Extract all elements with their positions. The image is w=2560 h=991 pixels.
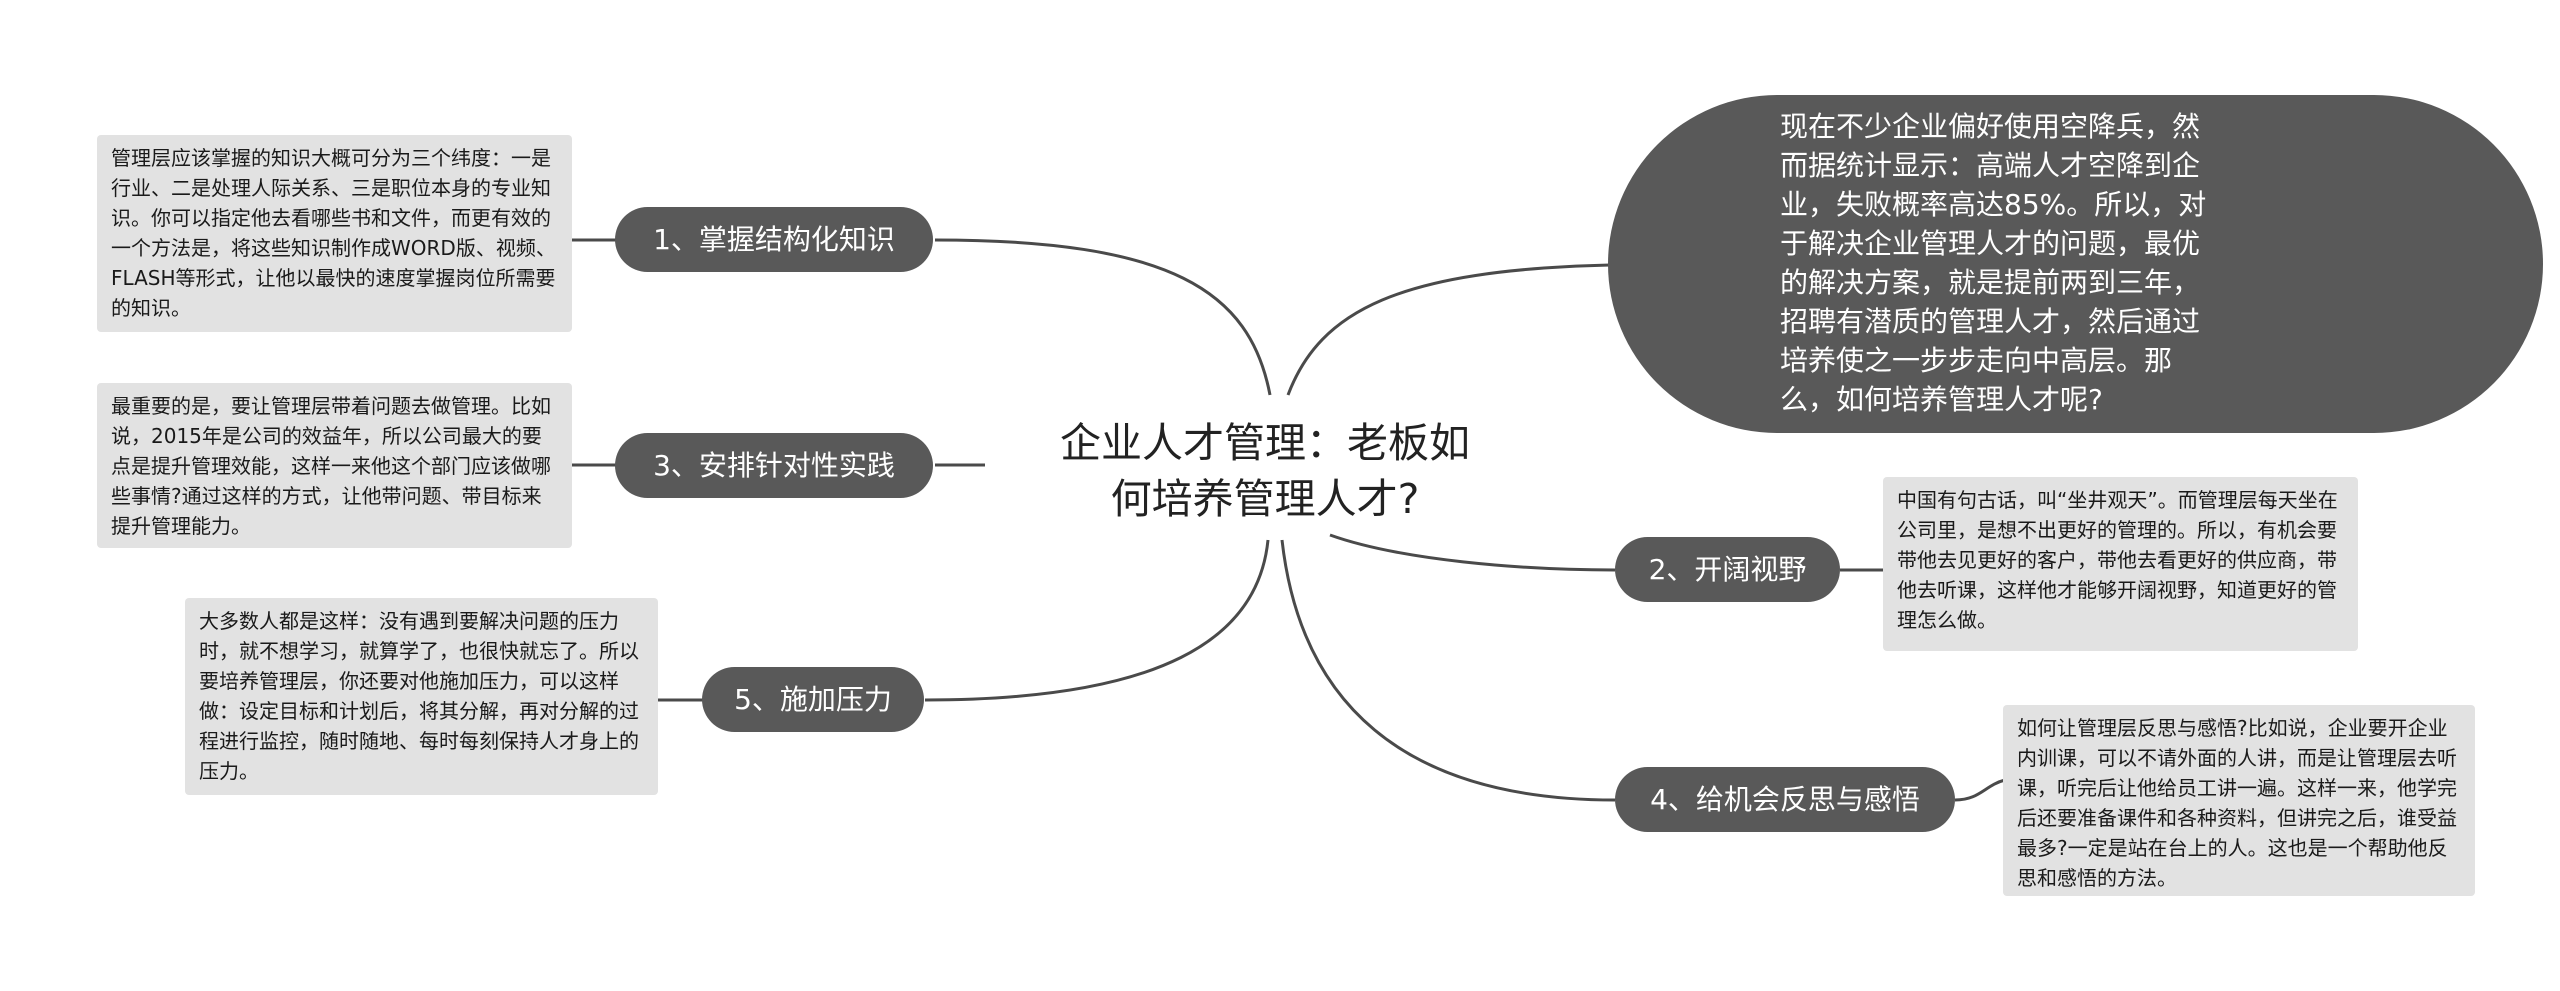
connector-central-summary <box>1286 263 1611 396</box>
branch-note-2[interactable]: 中国有句古话，叫“坐井观天”。而管理层每天坐在公司里，是想不出更好的管理的。所以… <box>1883 477 2358 651</box>
branch-topic-4[interactable]: 4、给机会反思与感悟 <box>1615 767 1955 832</box>
connector-central-branch2 <box>1329 533 1616 572</box>
branch-topic-1[interactable]: 1、掌握结构化知识 <box>615 207 933 272</box>
connector-branch4-note <box>1954 778 2006 802</box>
branch-note-3[interactable]: 最重要的是，要让管理层带着问题去做管理。比如说，2015年是公司的效益年，所以公… <box>97 383 572 548</box>
branch-topic-3[interactable]: 3、安排针对性实践 <box>615 433 933 498</box>
branch-note-5[interactable]: 大多数人都是这样：没有遇到要解决问题的压力时，就不想学习，就算学了，也很快就忘了… <box>185 598 658 795</box>
branch-note-4[interactable]: 如何让管理层反思与感悟?比如说，企业要开企业内训课，可以不请外面的人讲，而是让管… <box>2003 705 2475 896</box>
connector-central-branch4 <box>1280 539 1616 802</box>
branch-topic-2[interactable]: 2、开阔视野 <box>1615 537 1840 602</box>
branch-topic-5[interactable]: 5、施加压力 <box>702 667 924 732</box>
connector-central-branch5 <box>924 539 1270 702</box>
summary-bubble[interactable]: 现在不少企业偏好使用空降兵，然而据统计显示：高端人才空降到企业，失败概率高达85… <box>1608 95 2543 433</box>
branch-note-1[interactable]: 管理层应该掌握的知识大概可分为三个纬度：一是行业、二是处理人际关系、三是职位本身… <box>97 135 572 332</box>
connector-central-branch1 <box>934 238 1272 396</box>
central-topic[interactable]: 企业人才管理：老板如何培养管理人才? <box>1060 419 1470 523</box>
summary-text: 现在不少企业偏好使用空降兵，然而据统计显示：高端人才空降到企业，失败概率高达85… <box>1780 110 2207 416</box>
